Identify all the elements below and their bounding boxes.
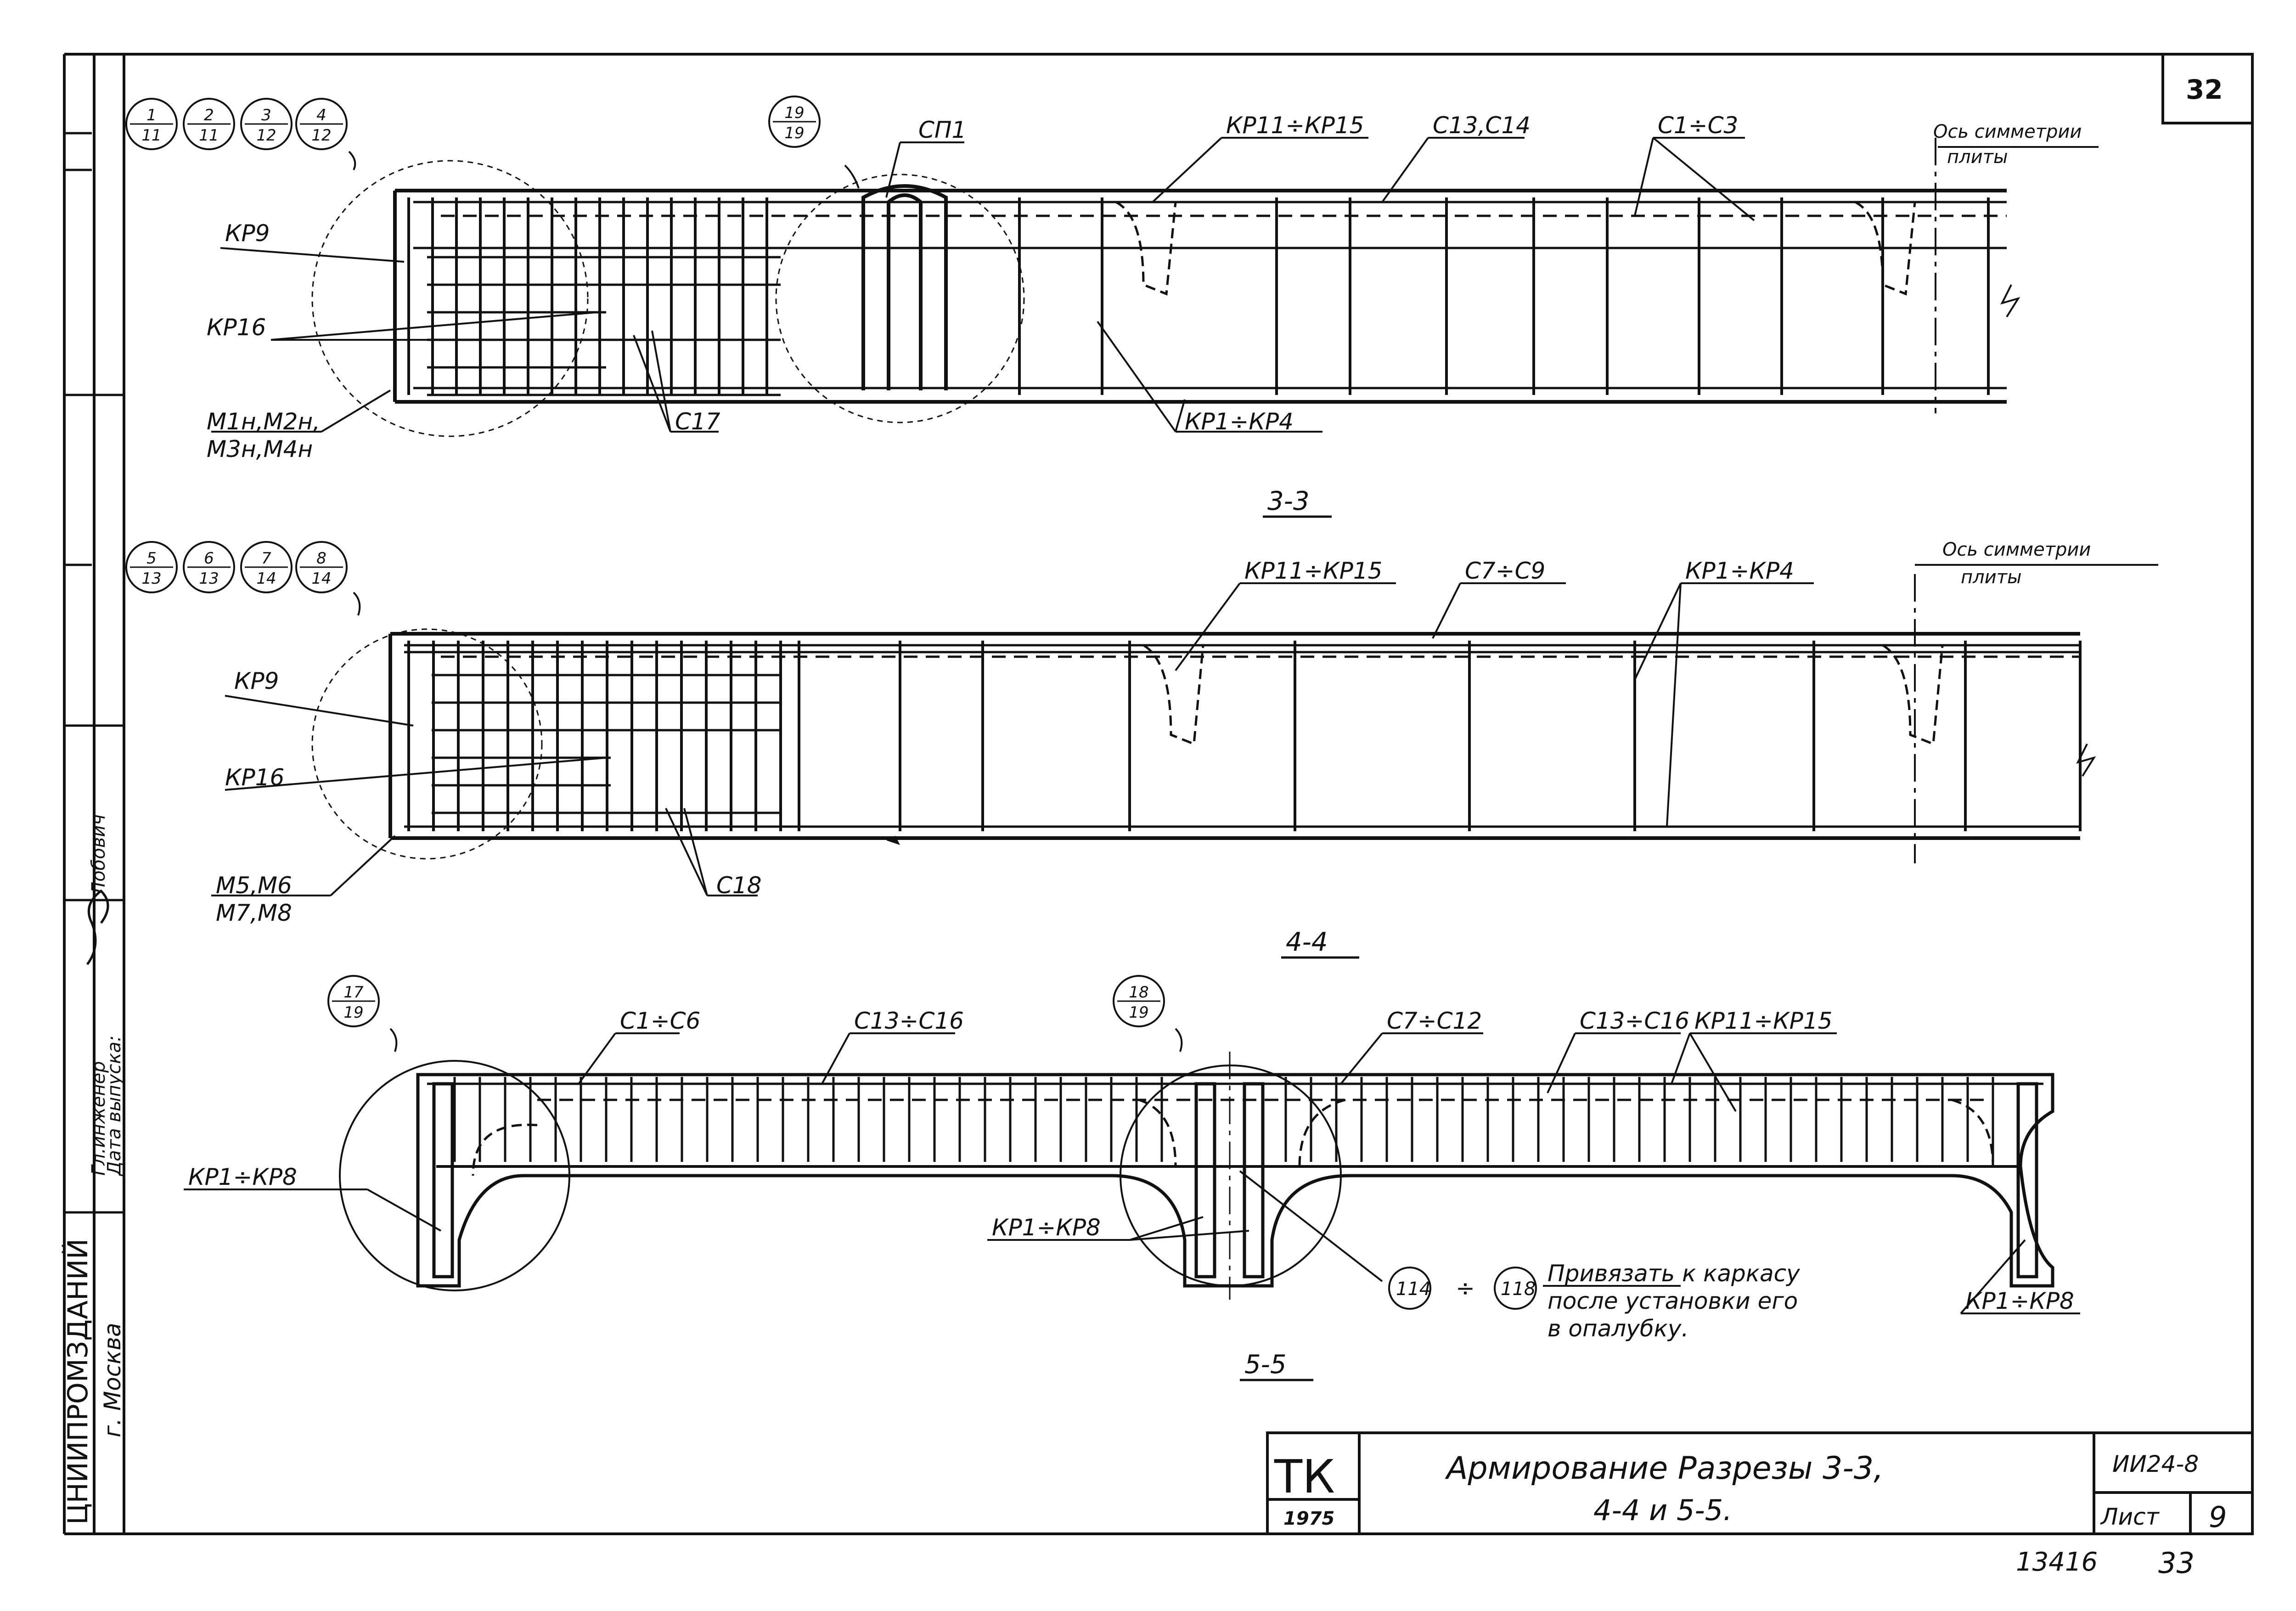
label-kp16: КР16 — [207, 314, 266, 341]
bubble-top: 17 — [343, 983, 364, 1002]
label-kp11-kp15-55: КР11÷КР15 — [1694, 1008, 1832, 1034]
bubble-bottom: 19 — [1129, 1003, 1148, 1022]
sheet-label: Лист — [2100, 1504, 2160, 1530]
label-axis-line2-44: плиты — [1961, 567, 2022, 588]
side-role: Гл.инженер — [88, 1061, 109, 1176]
bubble-bottom: 19 — [784, 124, 804, 142]
side-name: Лобович — [88, 814, 109, 896]
label-axis-line2: плиты — [1947, 146, 2008, 168]
label-c1-c6: С1÷С6 — [620, 1008, 700, 1034]
bubble-bottom: 13 — [141, 569, 161, 588]
bubble-bottom: 19 — [343, 1003, 363, 1022]
label-c7-c12: С7÷С12 — [1387, 1008, 1482, 1034]
bubble-top: 8 — [316, 549, 326, 568]
title-block — [1266, 1431, 2254, 1535]
label-cp1: СП1 — [918, 117, 966, 143]
bubble-top: 19 — [784, 104, 804, 122]
label-kp1-kp4-44: КР1÷КР4 — [1685, 558, 1794, 584]
label-c18: С18 — [716, 872, 762, 899]
bubble-top: 2 — [204, 106, 214, 124]
label-axis-line1: Ось симметрии — [1933, 121, 2082, 142]
bottom-number-left: 13416 — [2016, 1547, 2098, 1577]
label-c13-c16-a: С13÷С16 — [854, 1008, 964, 1034]
side-org: ЦНИИПРОМЗДАНИЙ — [61, 1239, 94, 1525]
title-code: ИИ24-8 — [2112, 1451, 2199, 1477]
bubble-bottom: 13 — [199, 569, 219, 588]
bubble-bottom: 11 — [141, 126, 161, 145]
label-kp1-kp8-right: КР1÷КР8 — [1965, 1288, 2074, 1314]
sheet-no: 9 — [2209, 1500, 2227, 1534]
label-c7-c9: С7÷С9 — [1465, 558, 1545, 584]
note-line2: после установки его — [1548, 1288, 1798, 1314]
bubble-top: 1 — [146, 106, 157, 124]
label-kp9-44: КР9 — [234, 668, 279, 694]
sheet-number-box — [2161, 53, 2254, 124]
label-kp1-kp8-left: КР1÷КР8 — [188, 1164, 297, 1190]
bubble-top: 5 — [146, 549, 157, 568]
bubble-bottom: 12 — [311, 126, 331, 145]
label-m-line1: М1н,М2н, — [207, 408, 320, 435]
label-c1-c3: С1÷С3 — [1658, 112, 1738, 139]
sheet-frame — [93, 53, 2254, 1535]
bubble-bottom: 14 — [256, 569, 276, 588]
note-line1: Привязать к каркасу — [1548, 1260, 1801, 1287]
caption-4-4: 4-4 — [1286, 927, 1328, 957]
title-line2: 4-4 и 5-5. — [1593, 1493, 1732, 1527]
label-kp16-44: КР16 — [225, 764, 284, 791]
side-strip: ЦНИИПРОМЗДАНИЙ г. Москва Гл.инженер Дата… — [61, 814, 126, 1525]
bubble-top: 6 — [204, 549, 214, 568]
bubble-top: 3 — [261, 106, 271, 124]
bubble-bottom: 12 — [256, 126, 276, 145]
label-kp11-kp15: КР11÷КР15 — [1226, 112, 1364, 139]
label-c13-c14: С13,С14 — [1433, 112, 1531, 139]
label-axis-line1-44: Ось симметрии — [1942, 539, 2091, 560]
mark-114: 114 — [1396, 1279, 1431, 1300]
bubble-top: 4 — [316, 106, 326, 124]
bottom-number-right: 33 — [2158, 1546, 2195, 1580]
label-c17: С17 — [675, 408, 720, 435]
sheet-number: 32 — [2186, 74, 2223, 105]
label-c13-c16-b: С13÷С16 — [1580, 1008, 1689, 1034]
note-line3: в опалубку. — [1548, 1315, 1688, 1342]
bubble-top: 18 — [1129, 983, 1148, 1002]
label-m-line2: М3н,М4н — [207, 436, 313, 462]
label-kp1-kp8-mid: КР1÷КР8 — [992, 1214, 1101, 1241]
stirrups-33 — [407, 197, 1990, 395]
side-release: Дата выпуска: — [104, 1036, 125, 1177]
signature — [86, 889, 109, 965]
caption-3-3: 3-3 — [1267, 486, 1309, 516]
mark-sep: ÷ — [1456, 1275, 1475, 1301]
label-kp1-kp4: КР1÷КР4 — [1185, 408, 1294, 435]
side-city: г. Москва — [99, 1323, 126, 1437]
title-year: 1975 — [1283, 1508, 1334, 1529]
label-kp9: КР9 — [225, 220, 270, 247]
title-line1: Армирование Разрезы 3-3, — [1445, 1450, 1884, 1487]
stirrups-55 — [453, 1077, 1994, 1162]
bubble-bottom: 11 — [199, 126, 219, 145]
logo-tk: ТК — [1274, 1450, 1335, 1504]
bubble-top: 7 — [261, 549, 271, 568]
caption-5-5: 5-5 — [1244, 1350, 1286, 1380]
mark-118: 118 — [1501, 1279, 1536, 1300]
label-m-line2-44: М7,М8 — [216, 900, 292, 926]
label-kp11-kp15-44: КР11÷КР15 — [1244, 558, 1382, 584]
label-m-line1-44: М5,М6 — [216, 872, 292, 899]
bubble-bottom: 14 — [311, 569, 331, 588]
stirrups-44 — [407, 641, 2082, 831]
